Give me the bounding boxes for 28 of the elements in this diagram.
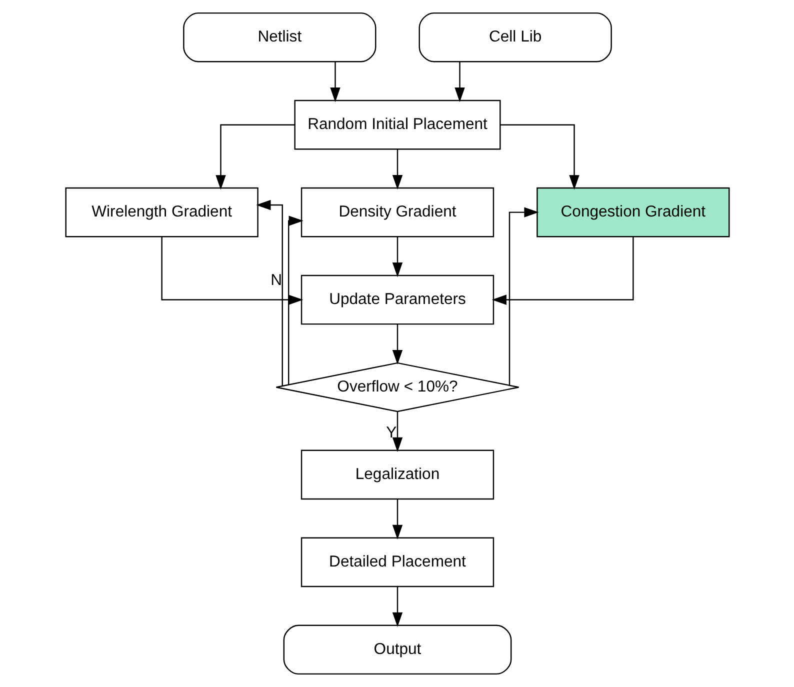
- arrow: [392, 586, 402, 627]
- node-box: Detailed Placement: [300, 537, 494, 588]
- arrow: [256, 200, 282, 386]
- node-box: Density Gradient: [300, 187, 494, 238]
- node-box: Netlist: [182, 12, 376, 62]
- edge-label: N: [270, 272, 282, 289]
- arrow: [454, 62, 464, 102]
- node-diamond: Overflow < 10%?: [275, 362, 519, 412]
- node-box: Wirelength Gradient: [64, 187, 258, 238]
- node-box: Output: [282, 624, 512, 675]
- node-box: Cell Lib: [418, 12, 612, 62]
- edge-label: Y: [386, 424, 396, 442]
- node-box: Random Initial Placement: [294, 100, 500, 150]
- node-box: Update Parameters: [300, 274, 494, 325]
- arrow: [330, 62, 340, 102]
- arrow: [500, 124, 579, 190]
- arrow: [392, 412, 402, 452]
- arrow: [392, 236, 402, 278]
- arrow: [288, 216, 303, 384]
- arrow: [491, 236, 634, 305]
- arrow: [392, 149, 402, 190]
- node-box: Legalization: [300, 450, 494, 500]
- arrow: [508, 207, 538, 386]
- arrow: [392, 324, 402, 365]
- arrow: [215, 124, 294, 190]
- node-box: Congestion Gradient: [536, 187, 730, 238]
- arrow: [160, 236, 303, 305]
- arrow: [392, 499, 402, 540]
